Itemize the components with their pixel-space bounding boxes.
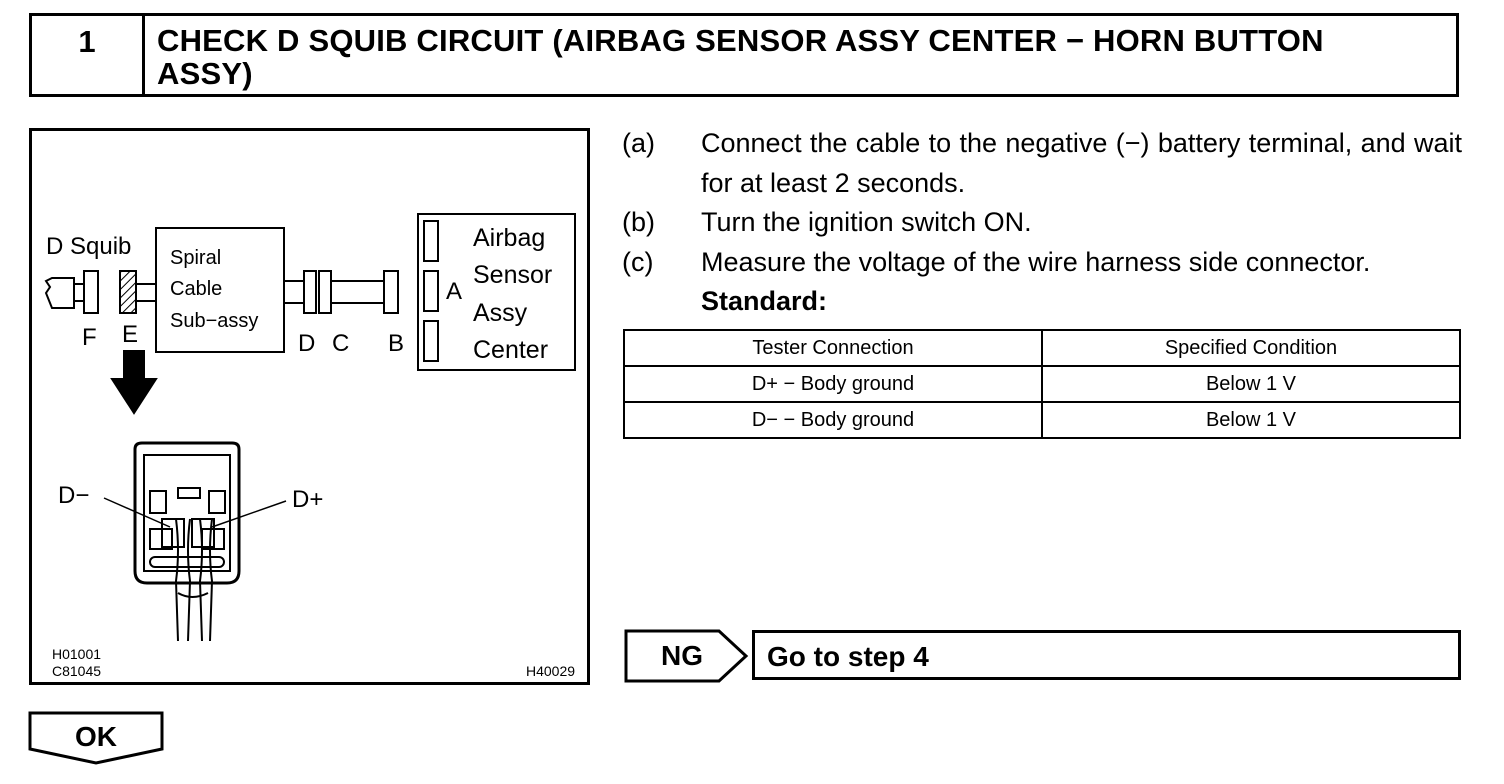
step-b-text: Turn the ignition switch ON. bbox=[701, 207, 1032, 237]
airbag-sensor-box bbox=[417, 213, 576, 371]
ng-label: NG bbox=[661, 640, 703, 671]
circuit-diagram: D Squib Spiral Cable Sub−assy bbox=[44, 213, 576, 679]
circuit-figure: D Squib Spiral Cable Sub−assy bbox=[29, 128, 590, 685]
table-header: Specified Condition bbox=[1041, 329, 1461, 367]
step-number: 1 bbox=[32, 16, 145, 94]
connector-closeup bbox=[103, 441, 287, 642]
procedure-steps: (a) Connect the cable to the negative (−… bbox=[622, 124, 1462, 322]
spiral-cable-box bbox=[155, 227, 285, 353]
table-header: Tester Connection bbox=[623, 329, 1043, 367]
goto-step-link[interactable]: Go to step 4 bbox=[752, 630, 1461, 680]
sensor-line3: Assy bbox=[473, 299, 528, 327]
step-b: (b) Turn the ignition switch ON. bbox=[622, 203, 1462, 243]
table-header-row: Tester Connection Specified Condition bbox=[623, 329, 1461, 367]
connector-d-label: D bbox=[298, 330, 315, 357]
figure-code-3: H40029 bbox=[526, 663, 575, 679]
terminal-dminus-label: D− bbox=[58, 482, 89, 509]
spiral-cable-line1: Spiral bbox=[170, 247, 221, 269]
table-row: D− − Body ground Below 1 V bbox=[623, 401, 1461, 439]
ok-label: OK bbox=[75, 721, 117, 752]
step-header: 1 CHECK D SQUIB CIRCUIT (AIRBAG SENSOR A… bbox=[29, 13, 1459, 97]
connector-b-label: B bbox=[388, 330, 404, 357]
step-a-text: Connect the cable to the negative (−) ba… bbox=[701, 128, 1462, 198]
figure-code-1: H01001 bbox=[52, 646, 101, 662]
table-cell: Below 1 V bbox=[1041, 365, 1461, 403]
sensor-line4: Center bbox=[473, 336, 548, 364]
ng-badge: NG bbox=[624, 628, 750, 689]
squib-connector-f bbox=[44, 270, 99, 314]
down-arrow-icon bbox=[110, 350, 158, 415]
spiral-cable-line2: Cable bbox=[170, 278, 222, 300]
connector-e-label: E bbox=[122, 321, 138, 348]
connector-b bbox=[383, 270, 399, 314]
step-c-text: Measure the voltage of the wire harness … bbox=[701, 246, 1371, 277]
spec-table: Tester Connection Specified Condition D+… bbox=[623, 329, 1461, 439]
step-a: (a) Connect the cable to the negative (−… bbox=[622, 124, 1462, 203]
figure-code-2: C81045 bbox=[52, 663, 101, 679]
step-a-letter: (a) bbox=[622, 128, 655, 158]
step-title: CHECK D SQUIB CIRCUIT (AIRBAG SENSOR ASS… bbox=[145, 16, 1456, 94]
connector-f-label: F bbox=[82, 324, 97, 351]
ng-arrow-shape: NG bbox=[624, 629, 749, 683]
step-c: (c) Measure the voltage of the wire harn… bbox=[622, 243, 1462, 283]
table-cell: Below 1 V bbox=[1041, 401, 1461, 439]
connector-e bbox=[119, 270, 156, 314]
ok-arrow-shape: OK bbox=[28, 711, 164, 765]
terminal-dplus-label: D+ bbox=[292, 486, 323, 513]
standard-label: Standard: bbox=[701, 286, 828, 316]
table-cell: D+ − Body ground bbox=[623, 365, 1043, 403]
spiral-cable-line3: Sub−assy bbox=[170, 310, 258, 332]
ok-badge: OK bbox=[28, 711, 168, 772]
sensor-line2: Sensor bbox=[473, 261, 552, 289]
connector-d-c bbox=[284, 270, 384, 314]
connector-a-label: A bbox=[446, 278, 462, 305]
table-cell: D− − Body ground bbox=[623, 401, 1043, 439]
step-title-line1: CHECK D SQUIB CIRCUIT (AIRBAG SENSOR ASS… bbox=[157, 23, 1324, 58]
table-row: D+ − Body ground Below 1 V bbox=[623, 365, 1461, 403]
step-title-line2: ASSY) bbox=[157, 56, 253, 91]
d-squib-label: D Squib bbox=[46, 233, 131, 260]
connector-c-label: C bbox=[332, 330, 349, 357]
step-c-letter: (c) bbox=[622, 246, 654, 277]
step-b-letter: (b) bbox=[622, 207, 655, 237]
sensor-line1: Airbag bbox=[473, 224, 545, 252]
